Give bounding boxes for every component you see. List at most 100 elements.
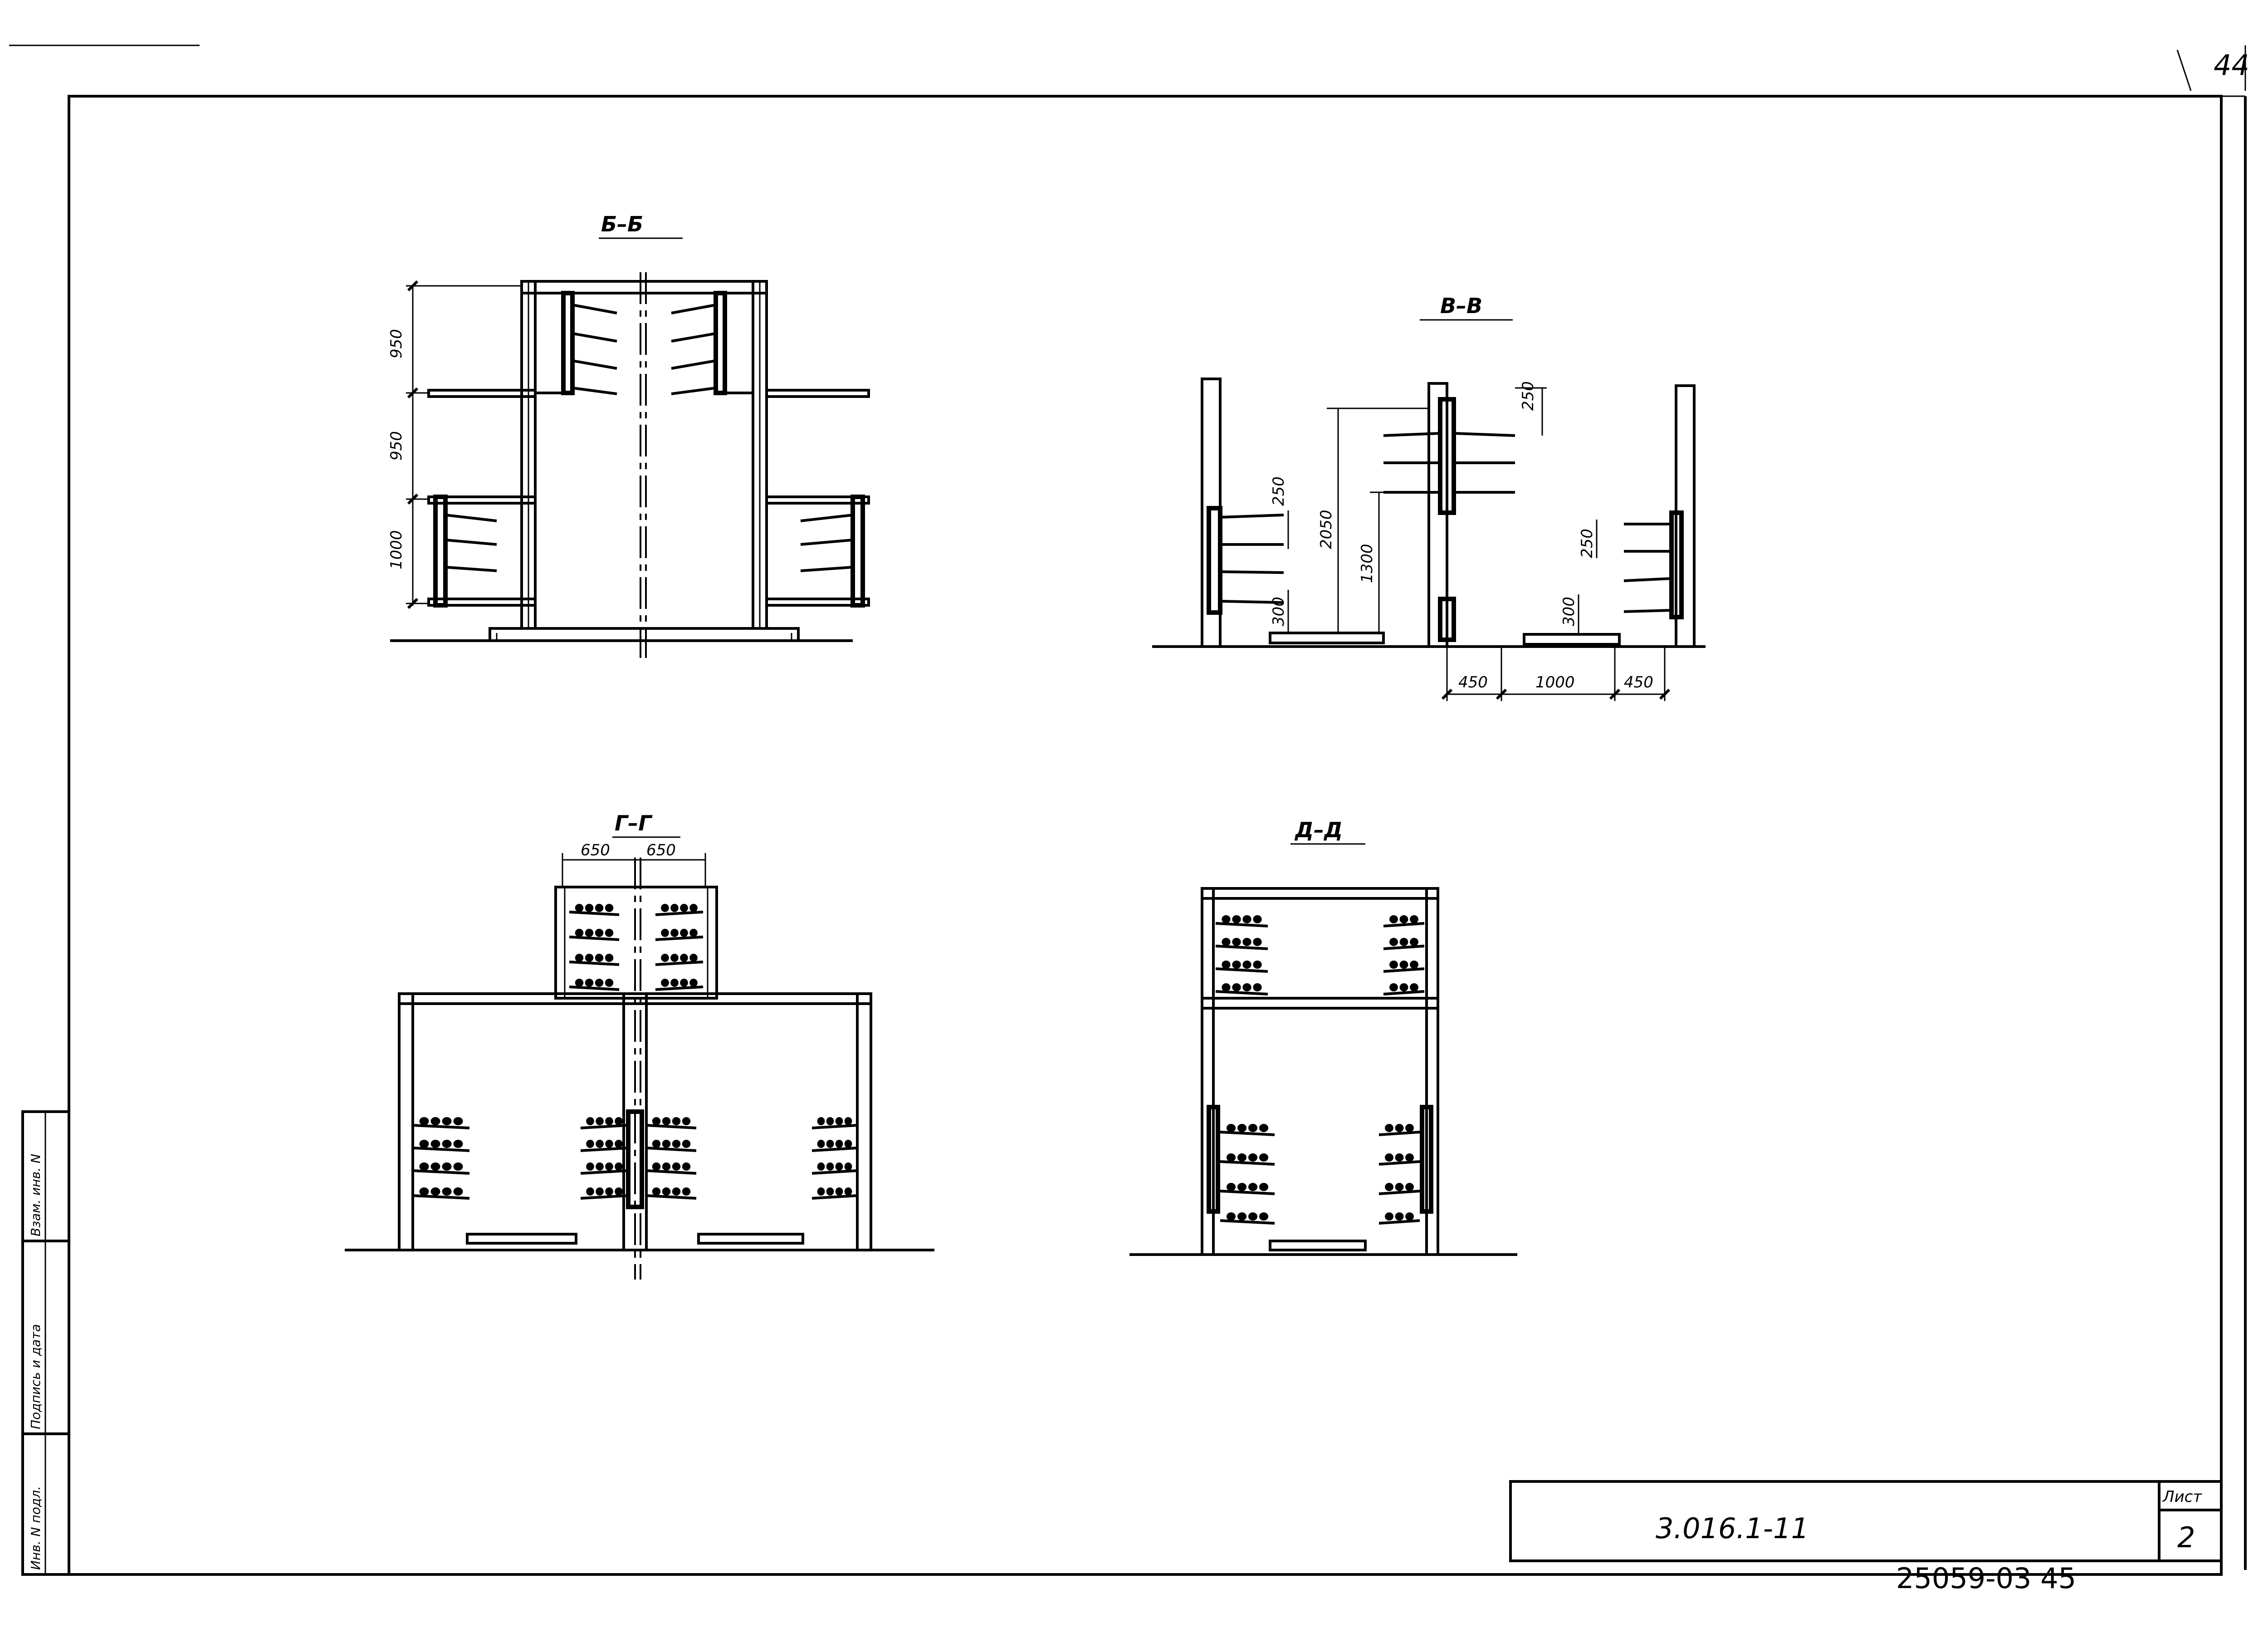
cable-bundle (682, 1140, 691, 1148)
cable-bundle (1399, 915, 1408, 923)
vv-dim-1300: 1300 (1358, 544, 1376, 583)
cable-bundle (680, 954, 688, 962)
cable-bundle (605, 1117, 613, 1125)
cable-shelf (1378, 1190, 1420, 1195)
cable-bundle (442, 1187, 452, 1196)
cable-bundle (1395, 1212, 1404, 1221)
cable-bundle (844, 1140, 852, 1148)
vv-dim-1000: 1000 (1535, 673, 1575, 691)
cable-bundle (419, 1117, 429, 1125)
cable-bundle (1405, 1212, 1414, 1221)
cable-bundle (586, 1140, 594, 1148)
cable-bundle (442, 1140, 452, 1148)
vv-dim-250-left: 250 (1270, 476, 1288, 506)
cable-bundle (1253, 915, 1262, 923)
cable-bundle (689, 929, 698, 937)
cable-bundle (1226, 1153, 1236, 1162)
view-vv-title: В–В (1440, 294, 1482, 318)
cable-bundle (1395, 1124, 1404, 1132)
vv-dim-450-right: 450 (1624, 673, 1653, 691)
bb-dim-1: 950 (387, 329, 406, 358)
cable-bundle (419, 1140, 429, 1148)
gg-dim-650-left: 650 (581, 841, 610, 859)
cable-bundle (1410, 961, 1418, 969)
cable-bundle (586, 1117, 594, 1125)
view-gg-title: Г–Г (615, 811, 653, 835)
cable-bundle (605, 1140, 613, 1148)
cable-bundle (670, 904, 679, 912)
cable-shelf (1383, 922, 1425, 927)
cable-bundle (1253, 983, 1262, 991)
cable-bundle (430, 1187, 440, 1196)
cable-bundle (585, 904, 594, 912)
side-stamp: Инв. N подл. Подпись и дата Взам. инв. N (21, 1110, 70, 1576)
cable-bundle (1259, 1212, 1269, 1221)
cable-bundle (1389, 938, 1398, 946)
cable-bundle (1226, 1212, 1236, 1221)
cable-bundle (605, 929, 614, 937)
stamp-sign-label: Подпись и дата (28, 1324, 43, 1429)
cable-bundle (1395, 1153, 1404, 1162)
cable-bundle (586, 1187, 594, 1196)
page-number: 44 (2214, 49, 2249, 82)
cable-shelf (646, 1124, 697, 1129)
cable-bundle (1385, 1153, 1393, 1162)
cable-bundle (1395, 1183, 1404, 1191)
view-dd: Д–Д (1129, 818, 1517, 1256)
cable-bundle (1232, 938, 1241, 946)
cable-bundle (1242, 915, 1251, 923)
cable-bundle (662, 1117, 671, 1125)
cable-bundle (585, 929, 594, 937)
cable-shelf (412, 1147, 470, 1152)
cable-shelf (1220, 1160, 1275, 1166)
cable-bundle (661, 929, 669, 937)
cable-bundle (605, 904, 614, 912)
cable-bundle (1237, 1153, 1247, 1162)
cable-bundle (844, 1187, 852, 1196)
cable-bundle (835, 1187, 843, 1196)
cable-bundle (585, 979, 594, 987)
cable-bundle (680, 979, 688, 987)
vv-dim-250-top: 250 (1519, 381, 1537, 411)
cable-bundle (1226, 1124, 1236, 1132)
cable-bundle (670, 929, 679, 937)
cable-shelf (1215, 990, 1268, 995)
sheet-frame (9, 44, 2247, 1576)
view-bb: Б–Б (387, 212, 870, 658)
gg-cable-shelves (412, 904, 858, 1200)
cable-bundle (672, 1187, 681, 1196)
cable-bundle (442, 1117, 452, 1125)
cable-bundle (817, 1117, 825, 1125)
cable-bundle (682, 1117, 691, 1125)
cable-bundle (1242, 983, 1251, 991)
cable-shelf (655, 961, 704, 966)
cable-bundle (596, 1140, 604, 1148)
footer-code: 25059-03 45 (1896, 1562, 2076, 1595)
cable-bundle (1385, 1183, 1393, 1191)
cable-bundle (453, 1187, 463, 1196)
cable-bundle (1237, 1124, 1247, 1132)
sheet-number: 2 (2177, 1521, 2195, 1554)
cable-bundle (1389, 915, 1398, 923)
cable-bundle (826, 1162, 834, 1171)
stamp-replace-label: Взам. инв. N (28, 1154, 43, 1236)
cable-bundle (595, 954, 604, 962)
cable-bundle (419, 1162, 429, 1171)
cable-bundle (419, 1187, 429, 1196)
cable-shelf (569, 936, 620, 941)
cable-bundle (430, 1140, 440, 1148)
cable-bundle (662, 1187, 671, 1196)
cable-bundle (661, 904, 669, 912)
cable-bundle (835, 1162, 843, 1171)
cable-shelf (1378, 1219, 1420, 1225)
cable-bundle (1222, 961, 1231, 969)
cable-bundle (689, 904, 698, 912)
cable-bundle (1259, 1153, 1269, 1162)
sheet-label: Лист (2162, 1488, 2202, 1506)
cable-bundle (585, 954, 594, 962)
cable-shelf (1383, 967, 1425, 973)
cable-shelf (412, 1124, 470, 1129)
cable-bundle (670, 954, 679, 962)
cable-bundle (689, 979, 698, 987)
